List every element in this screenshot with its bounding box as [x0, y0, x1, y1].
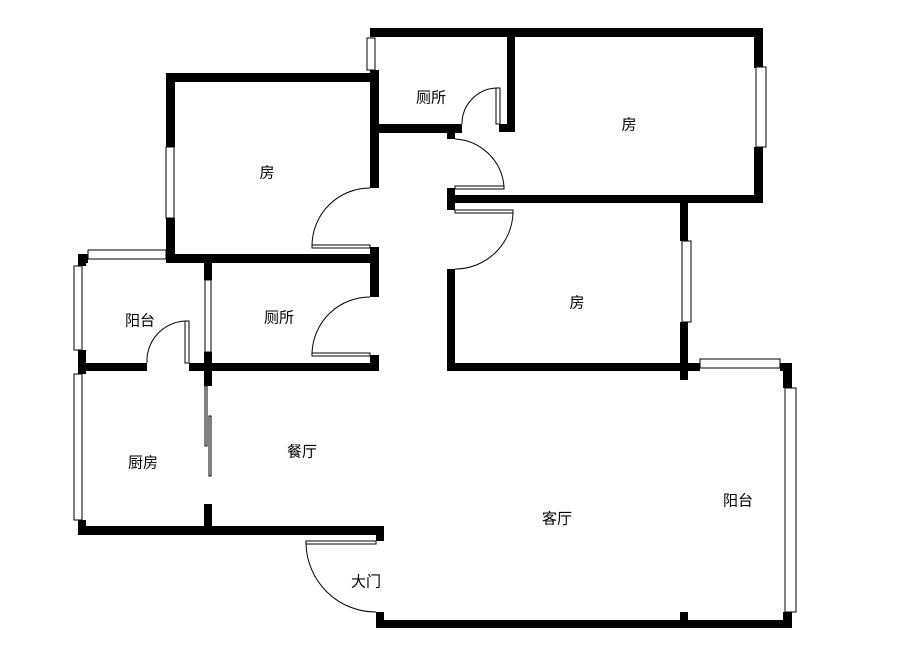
- windows: [73, 37, 797, 613]
- label-toilet-upper: 厕所: [416, 89, 446, 107]
- walls: [78, 28, 792, 628]
- label-toilet-lower: 厕所: [264, 309, 294, 327]
- label-balcony-large: 阳台: [723, 492, 753, 510]
- label-main-door: 大门: [351, 573, 381, 591]
- label-balcony-small: 阳台: [125, 312, 155, 330]
- label-living: 客厅: [542, 510, 572, 528]
- label-bedroom-upper-left: 房: [259, 164, 274, 182]
- label-bedroom-upper-right: 房: [621, 116, 636, 134]
- doors: [146, 87, 514, 613]
- label-kitchen: 厨房: [128, 454, 158, 472]
- label-bedroom-middle: 房: [569, 294, 584, 312]
- label-dining: 餐厅: [287, 443, 317, 461]
- room-labels: 厕所 房 房 房 阳台 厕所 厨房 餐厅 客厅 阳台 大门: [125, 89, 753, 591]
